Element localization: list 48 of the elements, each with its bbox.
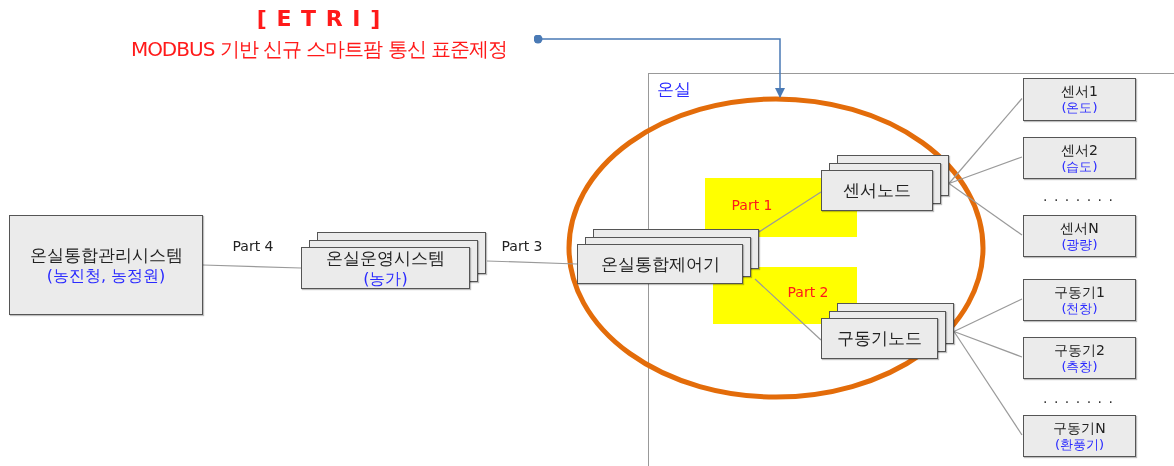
region-label: 온실 [657,78,691,101]
connector-line [948,182,1023,236]
box-label: 구동기2 [1054,341,1105,359]
box-label: 센서1 [1061,83,1098,101]
process-box [1023,215,1136,257]
process-box [1023,279,1136,321]
box-label: 센서N [1060,219,1099,237]
box-label: 센서2 [1061,141,1098,159]
connector-line [953,330,1023,436]
process-box [9,215,203,315]
box-label: 온실운영시스템 [326,248,445,269]
process-box [1023,415,1136,457]
connector-line [948,156,1023,185]
box-label: 온실통합제어기 [600,253,720,275]
box-sublabel: (광량) [1061,236,1098,253]
box-sublabel: (농진청, 농정원) [46,265,166,285]
process-box [1023,78,1136,121]
stacked-box [301,232,487,289]
connector-line [202,264,302,269]
process-box [1023,337,1136,379]
box-sublabel: (천창) [1061,300,1098,317]
box-label: 센서노드 [843,180,911,201]
process-box [1023,137,1136,179]
box-sublabel: (환풍기) [1054,436,1105,453]
heading-text: MODBUS 기반 신규 스마트팜 통신 표준제정 [130,35,508,63]
box-sublabel: (습도) [1061,158,1098,175]
box-sublabel: (측창) [1061,358,1098,375]
ellipsis-dots: . . . . . . . [1042,188,1115,204]
ellipsis-dots: . . . . . . . [1042,390,1115,406]
stacked-box [821,303,954,359]
stacked-box [577,229,759,284]
box-label: 구동기N [1053,419,1106,437]
heading-text: [ E T R I ] [256,5,382,33]
connector-line [948,97,1023,185]
arrow [533,34,785,98]
connector-line [953,298,1023,333]
edge-label: Part 4 [230,238,276,254]
box-sublabel: (온도) [1061,100,1098,116]
edge-label: Part 3 [499,238,545,254]
box-label: 구동기노드 [837,328,922,349]
connector-line [953,330,1023,358]
stacked-box [821,155,949,211]
box-label: 구동기1 [1054,283,1105,301]
connector-line [754,278,822,341]
connector-line [758,191,822,233]
box-sublabel: (농가) [363,268,408,288]
edge-label: Part 1 [729,197,775,213]
box-label: 온실통합관리시스템 [29,245,183,266]
